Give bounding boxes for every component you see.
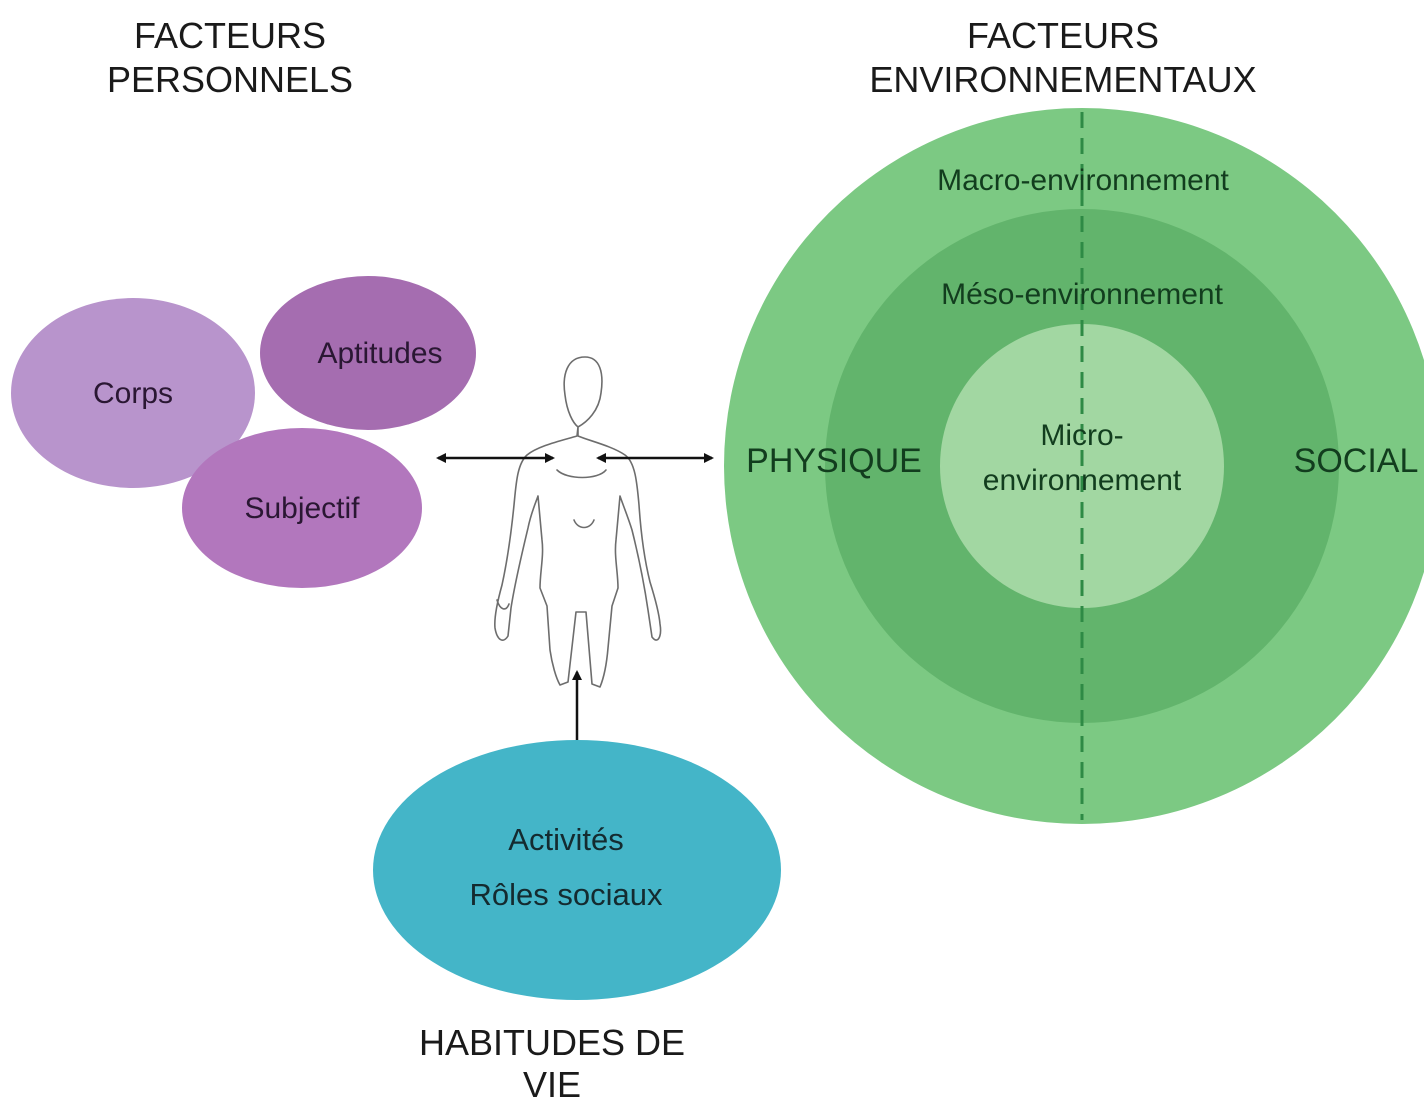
aptitudes-label: Aptitudes — [317, 337, 442, 370]
social-roles-label: Rôles sociaux — [470, 877, 663, 912]
habits-heading-line2: VIE — [523, 1064, 581, 1105]
corps-label: Corps — [93, 377, 173, 410]
social-label: SOCIAL — [1294, 442, 1419, 480]
meso-environment-label: Méso-environnement — [941, 278, 1223, 311]
activities-label: Activités — [508, 822, 623, 857]
physique-label: PHYSIQUE — [746, 442, 922, 480]
corps-oval — [11, 298, 255, 488]
aptitudes-oval — [260, 276, 476, 430]
subjectif-label: Subjectif — [244, 492, 360, 525]
micro-environment-label-line2: environnement — [983, 464, 1182, 497]
macro-environment-label: Macro-environnement — [937, 164, 1229, 197]
personal-factors-heading-line2: PERSONNELS — [107, 59, 353, 100]
personal-factors-heading-line1: FACTEURS — [134, 15, 326, 56]
habits-heading-line1: HABITUDES DE — [419, 1022, 685, 1063]
habits-oval — [373, 740, 781, 1000]
subjectif-oval — [182, 428, 422, 588]
environmental-factors-heading-line1: FACTEURS — [967, 15, 1159, 56]
human-body-outline-icon — [494, 356, 662, 688]
micro-environment-label-line1: Micro- — [1040, 419, 1123, 452]
environmental-factors-heading-line2: ENVIRONNEMENTAUX — [869, 59, 1256, 100]
